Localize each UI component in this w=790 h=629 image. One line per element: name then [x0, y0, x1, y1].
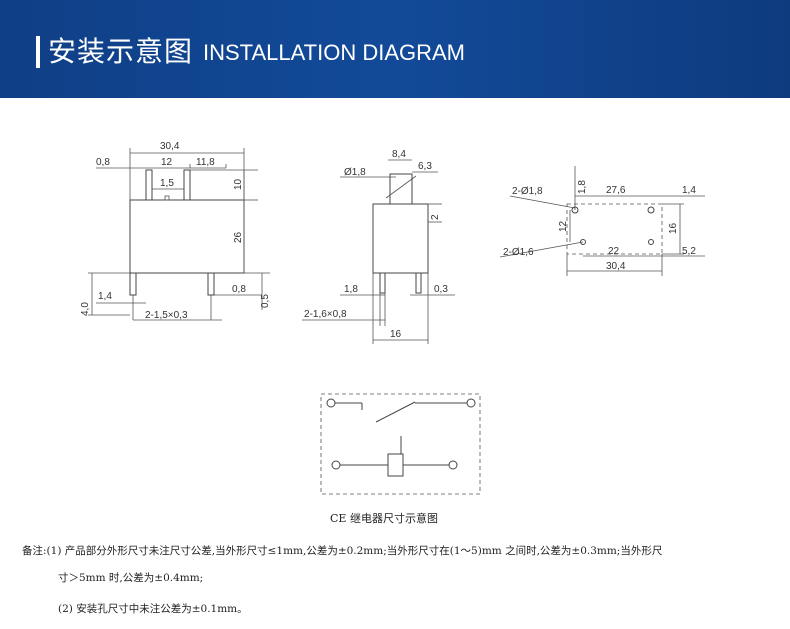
pcb-dim-right-top: 1,4 [682, 185, 696, 196]
header-banner: 安装示意图 INSTALLATION DIAGRAM [0, 0, 790, 98]
pcb-hole-br [648, 239, 654, 245]
front-bottom-pin-left [129, 272, 137, 296]
schematic-coil [387, 453, 404, 477]
side-view: 8,4 6,3 Ø1,8 2 1,8 0,3 2-1,6×0,8 16 [302, 149, 455, 344]
front-body [129, 199, 245, 274]
pcb-dim-holes-bottom: 2-Ø1,6 [503, 247, 534, 258]
pcb-view: 1,8 2-Ø1,8 27,6 1,4 12 16 2-Ø1,6 22 5,2 … [499, 166, 705, 276]
front-view: 30,4 0,8 12 11,8 1,5 10 26 0,8 0,5 4,0 1… [80, 141, 271, 321]
pcb-hole-bl [580, 239, 586, 245]
diagram-caption: CE 继电器尺寸示意图 [330, 512, 438, 525]
front-bottom-pin-right [207, 272, 215, 296]
pcb-dim-vertical-offset: 1,8 [577, 180, 588, 194]
front-dim-pin-thickness: 0,8 [232, 284, 246, 295]
relay-schematic [320, 393, 481, 495]
pcb-dim-holes-top: 2-Ø1,8 [512, 186, 543, 197]
pcb-dim-span-bottom: 30,4 [606, 261, 626, 272]
front-dim-left-offset: 0,8 [96, 157, 110, 168]
side-dim-diameter: Ø1,8 [344, 167, 366, 178]
note-line-1: 备注:(1) 产品部分外形尺寸未注尺寸公差,当外形尺寸≤1mm,公差为±0.2m… [22, 545, 663, 557]
front-dim-pin-foot: 0,5 [260, 294, 271, 308]
front-top-pin-right [183, 169, 191, 201]
front-dim-body-height: 26 [233, 231, 244, 243]
schematic-terminal-tr [466, 398, 476, 408]
front-dim-pin-len: 4,0 [80, 302, 91, 316]
page-title-cn: 安装示意图 [48, 35, 194, 68]
side-dim-bottom-pins: 2-1,6×0,8 [304, 309, 347, 320]
schematic-terminal-tl [326, 398, 336, 408]
front-dim-right-offset: 11,8 [196, 157, 215, 168]
schematic-outline [320, 393, 481, 495]
side-pin-left [379, 272, 386, 294]
side-dim-small-height: 2 [430, 214, 441, 220]
front-dim-pin-width: 1,5 [160, 178, 174, 189]
pcb-dim-span-top: 27,6 [606, 185, 626, 196]
pcb-dim-span-mid: 22 [608, 246, 620, 257]
pcb-dim-height: 16 [668, 222, 679, 234]
side-dim-right-top: 6,3 [418, 161, 432, 172]
note-line-3: (2) 安装孔尺寸中未注公差为±0.1mm。 [58, 603, 248, 615]
pcb-hole-tr [647, 206, 655, 214]
page-title-en: INSTALLATION DIAGRAM [203, 40, 466, 65]
side-dim-pin-thickness: 0,3 [434, 284, 448, 295]
side-dim-pin-spacing: 1,8 [344, 284, 358, 295]
schematic-terminal-br [448, 460, 458, 470]
side-top-block [389, 173, 413, 205]
side-pin-right [415, 272, 422, 294]
front-dim-pin-gap: 1,4 [98, 291, 112, 302]
side-body [372, 203, 429, 274]
side-dim-top-width: 8,4 [392, 149, 406, 160]
front-dim-top-height: 10 [233, 178, 244, 190]
side-dim-total-width: 16 [390, 329, 402, 340]
front-mark [164, 195, 170, 201]
front-dim-pin-spacing: 12 [161, 157, 173, 168]
front-dim-bottom-pins: 2-1,5×0,3 [145, 310, 188, 321]
front-top-pin-left [145, 169, 153, 201]
pcb-dim-vertical-mid: 12 [558, 220, 569, 232]
title-accent-bar [36, 36, 40, 68]
installation-diagram: 30,4 0,8 12 11,8 1,5 10 26 0,8 0,5 4,0 1… [80, 141, 705, 495]
pcb-dim-right-bottom: 5,2 [682, 246, 696, 257]
schematic-terminal-bl [331, 460, 341, 470]
front-dim-width: 30,4 [160, 141, 180, 152]
pcb-outline [566, 203, 663, 255]
note-line-2: 寸＞5mm 时,公差为±0.4mm; [58, 572, 204, 584]
